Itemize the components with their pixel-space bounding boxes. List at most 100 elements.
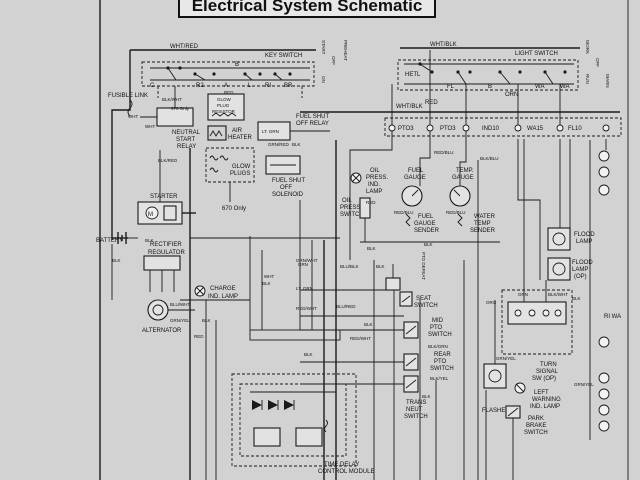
svg-text:PTO: PTO (430, 325, 443, 331)
left-warning-lamp: LEFT WARNING IND. LAMP (514, 382, 561, 410)
temp-gauge-blk: BLK (424, 242, 433, 247)
svg-text:LT. GRN: LT. GRN (296, 286, 313, 291)
light-terminal-wa1: WA (535, 84, 544, 90)
fuse-block: WHT/BLK RED ORN PTO3 PTO3 IND10 WA15 FL1… (300, 50, 622, 137)
svg-text:REAR: REAR (434, 352, 451, 358)
page-title: Electrical System Schematic (191, 0, 423, 15)
svg-text:RED: RED (194, 334, 204, 339)
time-delay-outline (231, 373, 357, 467)
fuse-wire-label-1: WHT/BLK (396, 104, 423, 110)
starter-box (137, 201, 183, 225)
neutral-relay-label-1: NEUTRAL (172, 130, 201, 136)
alternator-label: ALTERNATOR (142, 328, 182, 334)
svg-text:IND. LAMP: IND. LAMP (530, 404, 560, 410)
svg-text:LAMP: LAMP (576, 239, 592, 245)
svg-text:BLK/WHT: BLK/WHT (162, 97, 182, 102)
gauge-bus-red-blu: RED/BLU (434, 150, 454, 155)
charge-wire-blu-wht: BLU/WHT (170, 302, 191, 307)
starter-motor-icon (145, 206, 159, 220)
svg-text:BLK/WHT: BLK/WHT (548, 292, 568, 297)
fuse-ind10: IND10 (482, 126, 500, 132)
svg-text:MID: MID (432, 318, 444, 324)
light-pos-warn: WARN (605, 74, 610, 88)
svg-text:FUEL: FUEL (418, 214, 434, 220)
trans-neut-switch: TRANS NEUT SWITCH BLK (403, 375, 431, 420)
fuel-shutoff-relay: FUEL SHUT OFF RELAY LT. GRN GRN/RED BLK (257, 114, 330, 147)
light-switch-wire-top: WHT/BLK (430, 42, 457, 48)
svg-text:IND.: IND. (368, 182, 380, 188)
time-delay-module: TIME DELAY CONTROL MODULE (231, 329, 374, 475)
diode-array (252, 400, 295, 410)
svg-text:RED/BLU: RED/BLU (446, 210, 466, 215)
key-pos-preheat: PREHEAT (343, 40, 348, 61)
svg-text:FUEL SHUT: FUEL SHUT (272, 178, 305, 184)
glow-resistor-box (207, 93, 245, 121)
svg-text:FLASHER: FLASHER (482, 408, 510, 414)
charge-lamp: CHARGE IND. LAMP BLU/WHT GRN/YEL (170, 285, 238, 323)
flasher: GRN/YEL FLASHER (482, 300, 516, 414)
svg-text:SEAT: SEAT (416, 296, 432, 302)
svg-text:BRAKE: BRAKE (526, 423, 546, 429)
key-switch-positions: START OFF ON PREHEAT (321, 40, 348, 83)
light-pos-run: RUN (585, 74, 590, 84)
svg-text:LAMP: LAMP (366, 189, 382, 195)
svg-text:GAUGE: GAUGE (404, 175, 426, 181)
svg-text:PRESS.: PRESS. (366, 175, 388, 181)
turn-signal-switch: TURN SIGNAL SW (OP) GRN ORG BLK/WHT (486, 139, 573, 382)
svg-text:GRN/YEL: GRN/YEL (574, 382, 594, 387)
svg-text:PTO: PTO (434, 359, 447, 365)
key-switch-wire-top: WHT/RED (170, 44, 199, 50)
light-switch-label: LIGHT SWITCH (515, 51, 558, 57)
oil-pressure-switch: OIL PRESS. SWITCH RED BLK (340, 197, 376, 251)
key-switch-outline (141, 61, 315, 87)
svg-text:BLK: BLK (572, 296, 581, 301)
fuse-pto3-b: PTO3 (440, 126, 456, 132)
fuel-relay-blk: BLK (292, 142, 301, 147)
fuel-relay-grn-red: GRN/RED (268, 142, 290, 147)
starter-wire-blk: BLK (145, 238, 154, 243)
oil-switch-wire: RED (366, 200, 376, 205)
key-terminal-l: L (248, 83, 252, 89)
svg-text:SIGNAL: SIGNAL (536, 369, 559, 375)
pto-defeat-label: PTO DEFEAT (421, 252, 426, 280)
fuse-pto3-a: PTO3 (398, 126, 414, 132)
battery: BATTERY BLK (96, 232, 138, 300)
fuse-wa15: WA15 (527, 126, 544, 132)
svg-text:BLK: BLK (262, 281, 271, 286)
svg-text:FUEL SHUT: FUEL SHUT (296, 114, 329, 120)
flood-lamp-op: FLOOD LAMP (OP) BLK (547, 257, 593, 301)
svg-text:CONTROL MODULE: CONTROL MODULE (318, 469, 374, 475)
svg-text:OIL: OIL (342, 198, 352, 204)
svg-text:OFF RELAY: OFF RELAY (296, 121, 329, 127)
key-terminal-ri: RI (265, 83, 271, 89)
svg-text:FLOOD: FLOOD (574, 232, 595, 238)
svg-text:SWITCH: SWITCH (428, 332, 452, 338)
svg-text:SW (OP): SW (OP) (532, 376, 556, 382)
svg-text:BLK/GRN: BLK/GRN (428, 344, 448, 349)
air-heater-label-1: AIR (232, 128, 243, 134)
rectifier-box (143, 255, 181, 271)
park-brake-switch: PARK BRAKE SWITCH (505, 405, 548, 480)
svg-text:RED/WHT: RED/WHT (350, 336, 371, 341)
key-pos-start: START (321, 40, 326, 55)
light-switch-outline (397, 59, 579, 91)
light-terminal-b: B (488, 84, 492, 90)
fuse-block-outline (384, 117, 622, 137)
fuse-fl10: FL10 (568, 126, 582, 132)
svg-text:BLK: BLK (364, 322, 373, 327)
svg-text:SWITCH: SWITCH (524, 430, 548, 436)
svg-text:TURN: TURN (540, 362, 557, 368)
svg-text:ORG: ORG (486, 300, 497, 305)
svg-text:BLU/RED: BLU/RED (336, 304, 356, 309)
gauge-bus-blk-blu: BLK/BLU (480, 156, 499, 161)
starter: STARTER M BLK (137, 150, 196, 243)
svg-text:WHT: WHT (264, 274, 274, 279)
key-terminal-b: B (235, 62, 239, 68)
glow-resistor-wire-red: RED (224, 90, 234, 95)
alternator: ALTERNATOR (142, 299, 195, 334)
key-terminal-a: A (224, 83, 228, 89)
oil-pressure-lamp: OIL PRESS. IND. LAMP (350, 168, 388, 195)
svg-text:SWITCH: SWITCH (414, 303, 438, 309)
